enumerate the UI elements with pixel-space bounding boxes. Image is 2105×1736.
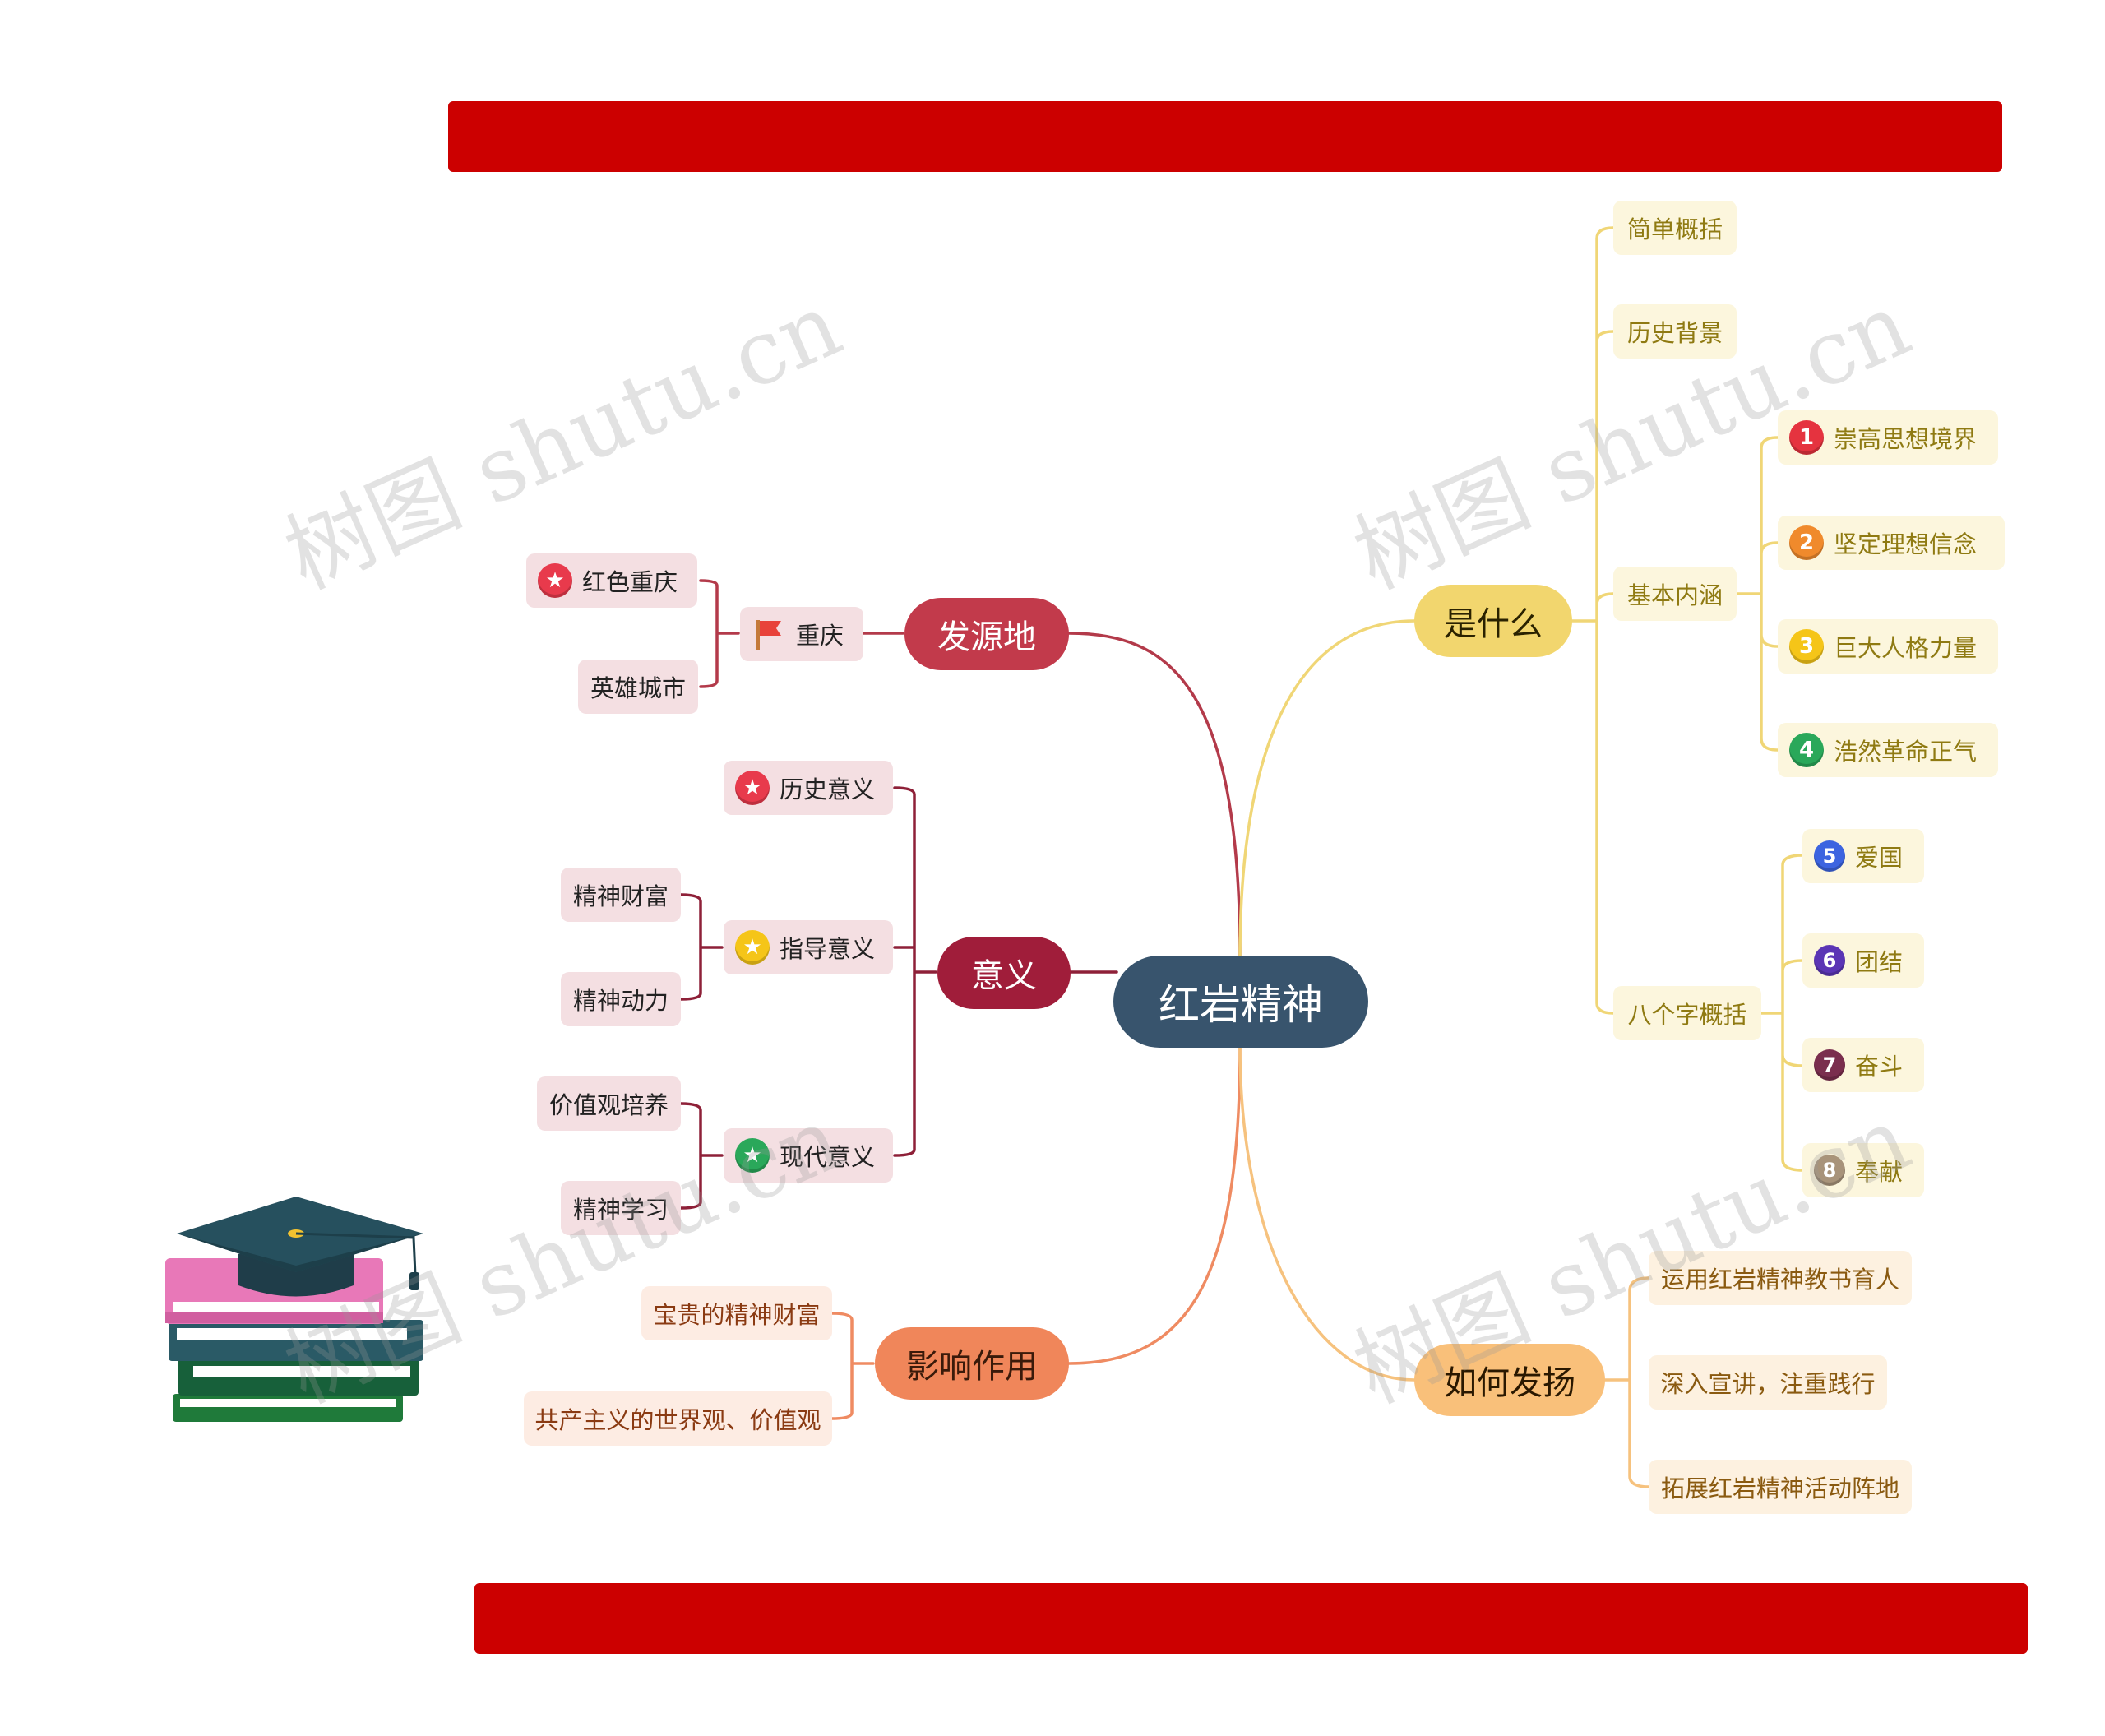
node-activity-bases[interactable]: 拓展红岩精神活动阵地: [1649, 1460, 1912, 1514]
star-icon: ★: [735, 930, 770, 965]
root-node[interactable]: 红岩精神: [1113, 956, 1368, 1048]
node-firm-ideals[interactable]: 2 坚定理想信念: [1778, 516, 2005, 570]
node-precious-wealth[interactable]: 宝贵的精神财富: [641, 1286, 832, 1340]
branch-promote[interactable]: 如何发扬: [1414, 1344, 1605, 1416]
books-graduation-cap-illustration: [165, 1197, 423, 1422]
node-label: 崇高思想境界: [1834, 425, 1978, 453]
node-hero-city[interactable]: 英雄城市: [578, 660, 698, 714]
node-modern-meaning[interactable]: ★ 现代意义: [724, 1128, 893, 1183]
node-lofty-ideology[interactable]: 1 崇高思想境界: [1778, 410, 1998, 465]
number-2-icon: 2: [1789, 525, 1824, 560]
branch-origin[interactable]: 发源地: [904, 598, 1069, 670]
node-great-personality[interactable]: 3 巨大人格力量: [1778, 619, 1998, 674]
top-banner: [448, 101, 2002, 172]
node-spiritual-wealth[interactable]: 精神财富: [561, 868, 681, 922]
node-dedication[interactable]: 8 奉献: [1802, 1143, 1924, 1197]
node-label: 爱国: [1855, 844, 1904, 872]
branch-what[interactable]: 是什么: [1414, 585, 1572, 657]
node-unity[interactable]: 6 团结: [1802, 933, 1924, 988]
flag-icon: [756, 620, 781, 650]
node-values-cultivation[interactable]: 价值观培养: [537, 1076, 681, 1131]
star-icon: ★: [538, 563, 572, 598]
number-8-icon: 8: [1814, 1155, 1845, 1186]
star-icon: ★: [735, 1138, 770, 1173]
node-label: 奋斗: [1855, 1053, 1904, 1081]
node-historical-background[interactable]: 历史背景: [1613, 304, 1737, 359]
node-simple-summary[interactable]: 简单概括: [1613, 201, 1737, 255]
number-7-icon: 7: [1814, 1049, 1845, 1081]
node-label: 奉献: [1855, 1158, 1904, 1186]
node-label: 重庆: [796, 622, 844, 650]
number-4-icon: 4: [1789, 733, 1824, 767]
number-5-icon: 5: [1814, 840, 1845, 872]
link-root-origin: [1067, 632, 1242, 960]
link-root-promote: [1238, 1043, 1416, 1382]
node-guiding-meaning[interactable]: ★ 指导意义: [724, 920, 893, 974]
node-label: 历史意义: [780, 775, 876, 803]
node-revolutionary-spirit[interactable]: 4 浩然革命正气: [1778, 723, 1998, 777]
node-struggle[interactable]: 7 奋斗: [1802, 1038, 1924, 1092]
number-6-icon: 6: [1814, 945, 1845, 976]
star-icon: ★: [735, 771, 770, 805]
number-1-icon: 1: [1789, 420, 1824, 455]
node-basic-connotation[interactable]: 基本内涵: [1613, 567, 1737, 621]
node-communist-worldview[interactable]: 共产主义的世界观、价值观: [524, 1391, 832, 1446]
node-teaching[interactable]: 运用红岩精神教书育人: [1649, 1251, 1912, 1305]
node-label: 红色重庆: [582, 568, 678, 596]
node-historical-meaning[interactable]: ★ 历史意义: [724, 761, 893, 815]
node-label: 现代意义: [780, 1143, 876, 1171]
number-3-icon: 3: [1789, 629, 1824, 664]
node-propaganda[interactable]: 深入宣讲，注重践行: [1649, 1355, 1887, 1410]
node-spiritual-study[interactable]: 精神学习: [561, 1181, 681, 1235]
node-label: 浩然革命正气: [1834, 738, 1978, 766]
node-eight-characters[interactable]: 八个字概括: [1613, 986, 1761, 1040]
node-red-chongqing[interactable]: ★ 红色重庆: [526, 553, 697, 608]
node-patriotism[interactable]: 5 爱国: [1802, 829, 1924, 883]
node-label: 指导意义: [780, 935, 876, 963]
link-root-what: [1238, 619, 1416, 960]
link-root-influence: [1067, 1043, 1242, 1365]
node-label: 团结: [1855, 948, 1904, 976]
node-label: 坚定理想信念: [1834, 530, 1978, 558]
node-spiritual-power[interactable]: 精神动力: [561, 972, 681, 1026]
branch-influence[interactable]: 影响作用: [875, 1327, 1069, 1400]
bottom-banner: [474, 1583, 2028, 1654]
node-label: 巨大人格力量: [1834, 634, 1978, 662]
node-chongqing[interactable]: 重庆: [740, 607, 863, 661]
branch-meaning[interactable]: 意义: [937, 937, 1071, 1009]
